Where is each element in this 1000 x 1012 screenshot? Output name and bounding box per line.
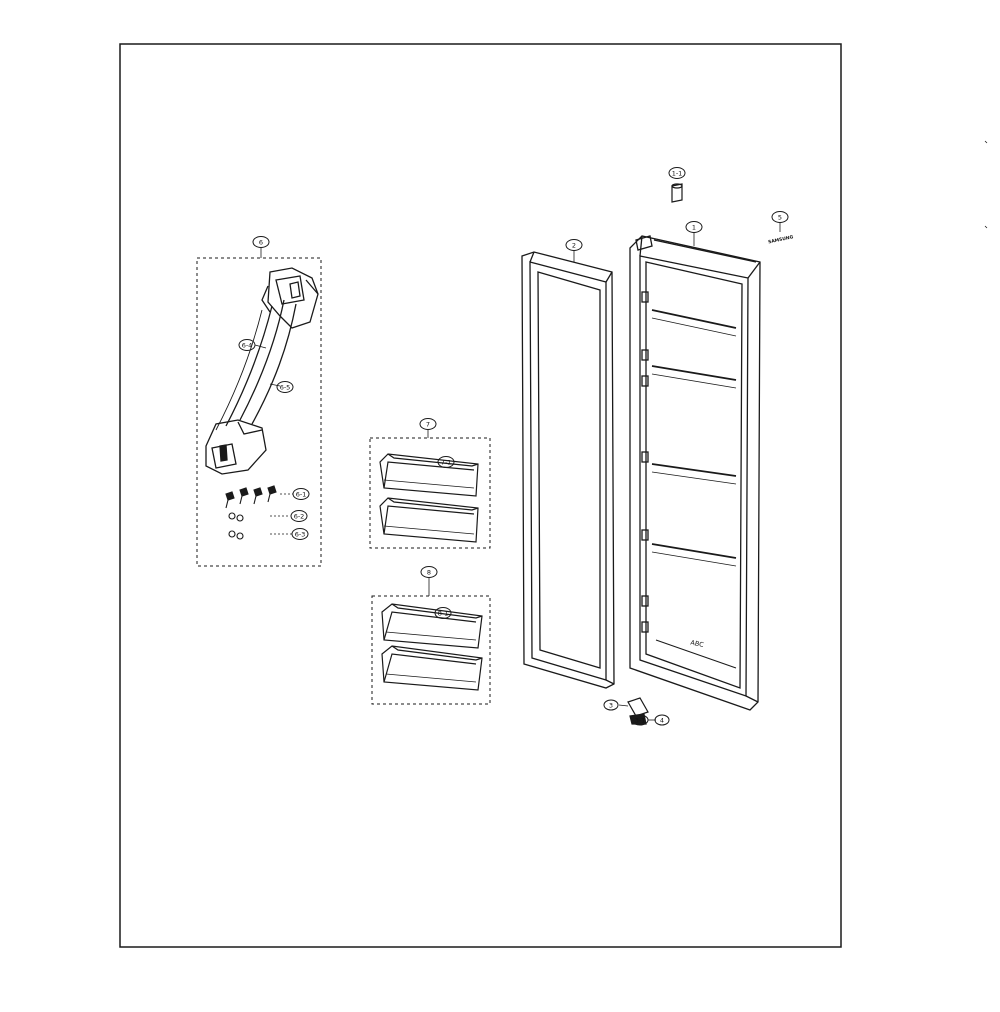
door-guard-lower-group (371, 578, 491, 705)
handle-assembly-group (196, 248, 322, 567)
screw-icon (267, 485, 277, 503)
diagram-frame (119, 43, 842, 948)
cap-icon (228, 512, 244, 522)
callout-7-1: 7-1 (437, 456, 455, 468)
guard-lower-boundary (371, 595, 491, 705)
door-guard-bin (379, 497, 479, 543)
door-assembly (629, 232, 761, 711)
callout-leader (254, 344, 267, 349)
callout-label: 6-2 (294, 513, 305, 521)
handle-screws (225, 485, 293, 540)
callout-label: 2 (572, 242, 576, 250)
callout-label: 1-1 (672, 170, 683, 178)
callout-1-1: 1-1 (668, 167, 686, 179)
door-guard-bin (379, 453, 479, 497)
door-guard-upper-group (369, 429, 491, 549)
callout-label: 7 (426, 421, 430, 429)
callout-label: 8 (427, 569, 431, 577)
callout-6-2: 6-2 (290, 510, 308, 522)
door-guard-bin (381, 645, 483, 691)
handle-top-bracket (261, 267, 319, 329)
callout-6-3: 6-3 (291, 528, 309, 540)
callout-2: 2 (565, 239, 583, 251)
door-gasket (521, 250, 615, 689)
callout-leader (618, 704, 629, 707)
callout-label: 8-1 (438, 610, 449, 618)
callout-label: 4 (660, 717, 664, 725)
callout-label: 6-4 (242, 342, 253, 350)
callout-1: 1 (685, 221, 703, 233)
screw-icon (253, 487, 263, 505)
callout-6-1: 6-1 (292, 488, 310, 500)
frame-tick-mark (984, 225, 988, 229)
callout-8: 8 (420, 566, 438, 578)
guard-upper-boundary (369, 437, 491, 549)
cap-icon (228, 530, 244, 540)
callout-label: 6 (259, 239, 263, 247)
callout-5: 5 (771, 211, 789, 223)
callout-leader (269, 383, 281, 387)
callout-label: 5 (778, 214, 782, 222)
callout-3: 3 (603, 699, 619, 711)
callout-label: 1 (692, 224, 696, 232)
handle-bar (215, 299, 297, 431)
callout-label: 6-5 (280, 384, 291, 392)
callout-6: 6 (252, 236, 270, 248)
screw-icon (225, 491, 235, 509)
callout-label: 7-1 (441, 459, 452, 467)
door-mark-text: ABC (690, 638, 705, 649)
handle-assembly-boundary (196, 257, 322, 567)
callout-8-1: 8-1 (434, 607, 452, 619)
door-guard-bin (381, 603, 483, 649)
callout-3-1: 3-1 (631, 714, 649, 726)
screw-icon (239, 487, 249, 505)
door-cap-part (671, 183, 683, 203)
callout-label: 3-1 (635, 717, 646, 725)
callout-6-4: 6-4 (238, 339, 256, 351)
callout-6-5: 6-5 (276, 381, 294, 393)
callout-4: 4 (654, 714, 670, 726)
handle-bottom-bracket (205, 419, 267, 475)
callout-7: 7 (419, 418, 437, 430)
callout-label: 6-1 (296, 491, 307, 499)
frame-tick-mark (984, 140, 988, 144)
callout-label: 6-3 (295, 531, 306, 539)
brand-logo-text: SAMSUNG (768, 234, 795, 245)
callout-label: 3 (609, 702, 613, 710)
